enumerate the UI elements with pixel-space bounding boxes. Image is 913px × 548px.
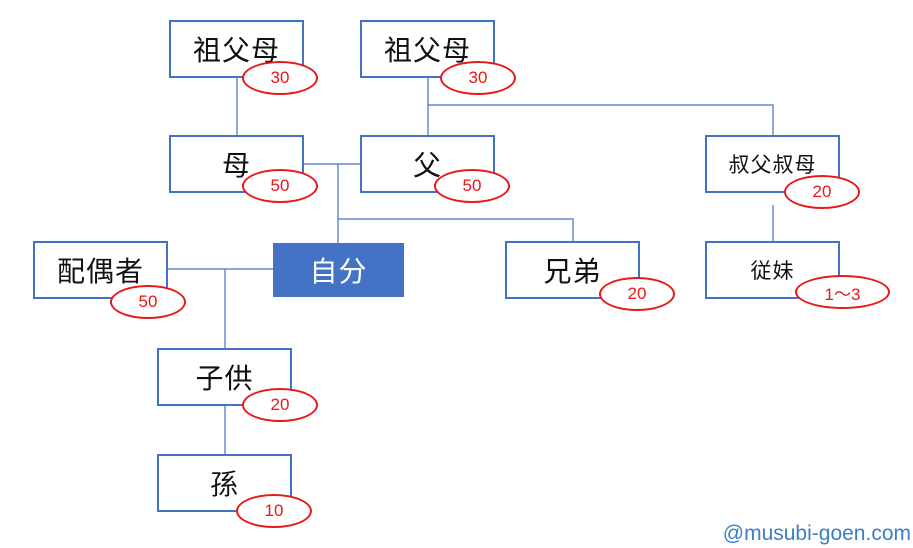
node-label: 孫 bbox=[209, 468, 239, 501]
node-label: 母 bbox=[221, 149, 251, 182]
badge-value: 20 bbox=[270, 395, 290, 414]
count-badge-father: 50 bbox=[434, 169, 510, 203]
count-badge-mother: 50 bbox=[242, 169, 318, 203]
node-label: 兄弟 bbox=[543, 255, 602, 288]
connector-grandparents-uncle bbox=[428, 104, 774, 135]
badge-value: 1～3 bbox=[824, 284, 861, 304]
count-badge-grandchildren: 10 bbox=[236, 494, 312, 528]
node-label: 父 bbox=[412, 149, 442, 182]
node-label: 叔父叔母 bbox=[728, 153, 817, 177]
node-label: 配偶者 bbox=[56, 255, 144, 288]
badge-value: 30 bbox=[468, 68, 488, 87]
badge-value: 50 bbox=[462, 176, 482, 195]
badge-value: 30 bbox=[270, 68, 290, 87]
badge-value: 50 bbox=[270, 176, 290, 195]
site-watermark: @musubi-goen.com bbox=[722, 522, 911, 545]
badge-value: 10 bbox=[264, 501, 284, 520]
node-label: 祖父母 bbox=[383, 34, 471, 67]
count-badge-spouse: 50 bbox=[110, 285, 186, 319]
count-badge-grandparents-paternal: 30 bbox=[440, 61, 516, 95]
count-badge-cousins: 1～3 bbox=[795, 275, 890, 309]
count-badge-uncle-aunt: 20 bbox=[784, 175, 860, 209]
connector-parents-siblings bbox=[338, 218, 574, 241]
node-label: 自分 bbox=[309, 255, 368, 288]
badge-value: 50 bbox=[138, 292, 158, 311]
node-label: 子供 bbox=[195, 362, 254, 395]
node-label: 従妹 bbox=[750, 259, 795, 283]
badge-value: 20 bbox=[812, 182, 832, 201]
count-badge-children: 20 bbox=[242, 388, 318, 422]
node-self: 自分 bbox=[273, 243, 404, 297]
count-badge-grandparents-maternal: 30 bbox=[242, 61, 318, 95]
badge-value: 20 bbox=[627, 284, 647, 303]
count-badge-siblings: 20 bbox=[599, 277, 675, 311]
